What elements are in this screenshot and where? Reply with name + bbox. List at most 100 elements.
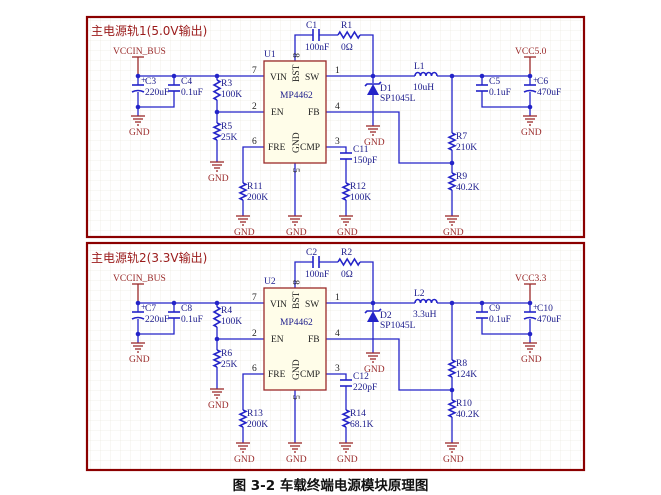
resistor-zigzag [447,172,457,191]
junction-dot [171,73,177,79]
resistor-zigzag [341,182,351,201]
resistor-fb-bot-value: 40.2K [456,183,480,193]
junction-dot [370,73,376,79]
wire [326,146,347,153]
pin-name-sw: SW [305,73,319,83]
resistor-fb-top-value: 124K [456,370,477,380]
figure-caption: 图 3-2 车载终端电源模块原理图 [232,478,429,494]
capacitor-comp-value: 150pF [353,156,377,166]
resistor-zigzag [337,257,361,267]
resistor-comp-value: 68.1K [350,420,374,430]
gnd-symbol: GND [286,442,307,465]
resistor-zigzag [212,122,222,141]
resistor-en-bot-ref: R5 [221,122,232,132]
resistor-boot-value: 0Ω [341,270,353,280]
junction-dot [171,300,177,306]
ic-body [263,60,327,164]
junction-dot [214,300,220,306]
pin-name-cmp: CMP [300,143,320,153]
resistor-fb-bot-ref: R9 [456,172,467,182]
pin-name-vin: VIN [270,300,287,310]
junction-dot [135,104,141,110]
capacitor-cin-bulk-value: 220uF [145,315,169,325]
input-net-label: VCCIN_BUS [113,47,166,57]
gnd-symbol: GND [234,215,255,238]
wire [242,146,264,183]
resistor-freq-value: 200K [247,420,268,430]
polarity-plus: + [141,303,146,313]
junction-dot [135,73,141,79]
gnd-label: GND [129,355,150,365]
resistor-en-top-value: 100K [221,317,242,327]
inductor-ref: L1 [414,62,425,72]
resistor-en-top-ref: R4 [221,306,232,316]
resistor-fb-top-ref: R8 [456,359,467,369]
gnd-label: GND [337,228,358,238]
pin-name-fb: FB [308,108,320,118]
pin-number-gnd: 5 [290,395,300,400]
gnd-label: GND [364,138,385,148]
resistor-en-top-value: 100K [221,90,242,100]
resistor-zigzag [447,132,457,151]
gnd-symbol: GND [443,215,464,238]
wire [138,91,175,108]
pin-name-sw: SW [305,300,319,310]
capacitor-cout-bulk-value: 470uF [537,88,561,98]
resistor-zigzag [341,409,351,428]
panel-frame [85,241,586,472]
capacitor-cin-bulk-ref: C7 [145,304,156,314]
junction-dot [479,73,485,79]
ic-part: MP4462 [280,91,313,101]
gnd-label: GND [208,174,229,184]
pin-number-sw: 1 [335,66,340,76]
junction-dot [527,331,533,337]
gnd-symbol: GND [521,115,542,138]
capacitor-boot-ref: C2 [306,248,317,258]
panel-frame [85,15,586,239]
capacitor-cout-value: 0.1uF [489,88,511,98]
pin-name-fre: FRE [268,370,286,380]
capacitor-cout: C50.1uF [476,77,511,98]
diode-triangle [367,84,379,95]
gnd-symbol: GND [521,342,542,365]
junction-dot [449,387,455,393]
resistor-comp-ref: R12 [350,182,366,192]
wire [360,261,374,303]
pin-name-fb: FB [308,335,320,345]
pin-name-fre: FRE [268,143,286,153]
gnd-symbol: GND [129,342,150,365]
pin-number-sw: 1 [335,293,340,303]
inductor-value: 3.3uH [413,310,437,320]
junction-dot [214,336,220,342]
diode-triangle [367,311,379,322]
capacitor-cout-bulk-ref: C10 [537,304,553,314]
capacitor-plate-curved [131,316,145,320]
resistor-en-top-ref: R3 [221,79,232,89]
diode-cathode-bar [364,308,382,314]
capacitor-cin: C80.1uF [168,304,203,325]
resistor-zigzag [447,359,457,378]
capacitor-cin-ref: C8 [181,304,192,314]
resistor-fb-bot-value: 40.2K [456,410,480,420]
capacitor-cout-value: 0.1uF [489,315,511,325]
diode-ref: D2 [380,311,392,321]
junction-dot [370,300,376,306]
gnd-label: GND [443,455,464,465]
resistor-fb-top-value: 210K [456,143,477,153]
wire [481,91,530,108]
junction-dot [449,300,455,306]
